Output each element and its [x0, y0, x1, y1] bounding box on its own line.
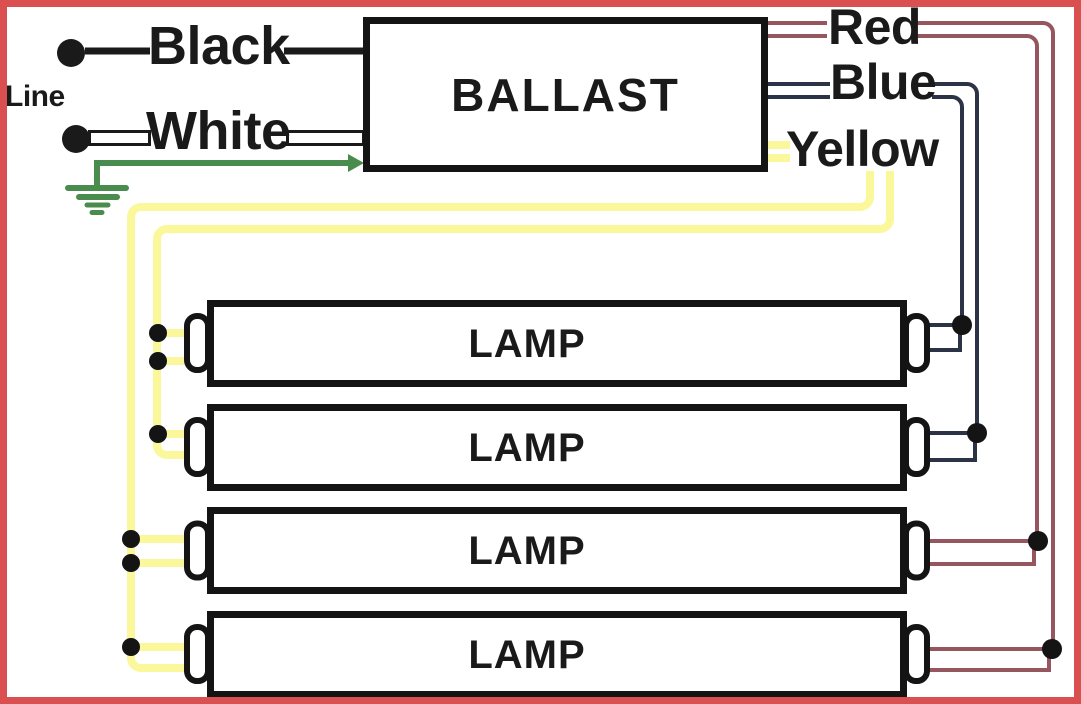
white-wire-seg1	[88, 130, 151, 146]
red-wire-stubs-ballast	[768, 21, 827, 38]
lamp3-left-cap	[184, 520, 211, 581]
lamp4-right-cap	[903, 624, 930, 684]
junction-dot	[149, 425, 167, 443]
white-wire-seg2	[286, 130, 365, 146]
red-wire-label: Red	[828, 0, 921, 55]
yellow-wire-stubs-ballast	[768, 141, 790, 162]
blue-wire-outer	[932, 82, 979, 430]
yellow-wire-pin-stubs	[131, 329, 192, 651]
junction-dot	[122, 638, 140, 656]
green-ground-wire	[94, 160, 350, 186]
lamp2-left-cap	[184, 417, 211, 477]
black-wire-label: Black	[148, 16, 290, 76]
yellow-wire-a	[127, 171, 874, 672]
yellow-wire-b	[153, 171, 894, 459]
blue-wire-inner	[932, 95, 964, 322]
lamp4-right-pin-wires	[926, 647, 1052, 672]
junction-dot	[967, 423, 987, 443]
lamp-box-4	[207, 611, 907, 698]
lamp4-left-cap	[184, 624, 211, 684]
line-label: Line	[5, 80, 65, 113]
blue-wire-label: Blue	[830, 54, 937, 110]
line-terminal-white	[62, 125, 90, 153]
junction-dot	[1028, 531, 1048, 551]
lamp1-left-cap	[184, 313, 211, 373]
lamp-box-2	[207, 404, 907, 491]
ballast-box	[363, 17, 768, 172]
yellow-wire-label: Yellow	[786, 121, 939, 177]
line-terminal-black	[57, 39, 85, 67]
junction-dot	[149, 352, 167, 370]
lamp-box-1	[207, 300, 907, 387]
junction-dot	[122, 554, 140, 572]
green-arrow-icon	[348, 154, 364, 172]
blue-wire-stubs-ballast	[768, 82, 830, 99]
junction-dot	[952, 315, 972, 335]
junction-dot	[122, 530, 140, 548]
lamp2-right-cap	[903, 417, 930, 477]
lamp3-right-pin-wires	[926, 539, 1038, 566]
red-wire-outer	[916, 21, 1055, 646]
lamp1-right-cap	[903, 313, 930, 373]
white-wire-label: White	[146, 101, 291, 161]
lamp-box-3	[207, 507, 907, 594]
red-wire-inner	[916, 34, 1039, 538]
junction-dot	[149, 324, 167, 342]
junction-dot	[1042, 639, 1062, 659]
lamp3-right-cap	[903, 520, 930, 581]
